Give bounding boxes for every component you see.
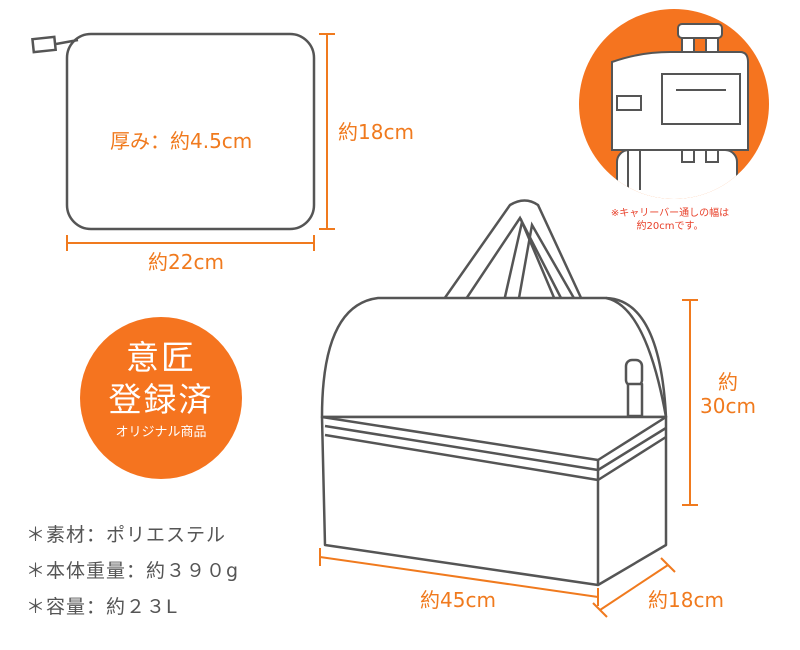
bag-height-label: 約 30cm [693, 372, 763, 416]
pouch-width-label: 約22cm [148, 250, 224, 274]
badge-line-1: 意匠 [126, 338, 196, 377]
bag-body [320, 296, 668, 587]
spec-weight: ＊本体重量：約３９０g [26, 560, 240, 582]
trolley-illustration [579, 9, 769, 199]
pouch-width-dimension-line [66, 235, 315, 251]
bag-width-dimension-line [319, 548, 599, 606]
trolley-width-note: ※キャリーバー通しの幅は 約20cmです。 [585, 207, 755, 233]
bag-depth-dimension-line [592, 557, 676, 618]
design-registration-badge: 意匠 登録済 オリジナル商品 [80, 317, 242, 479]
spec-capacity: ＊容量：約２３L [26, 596, 178, 618]
bag-depth-label: 約18cm [648, 588, 724, 612]
trolley-note-line-1: ※キャリーバー通しの幅は [610, 208, 730, 219]
badge-line-2: 登録済 [108, 380, 214, 419]
folded-pouch-outline [65, 32, 316, 231]
bag-height-line-1: 約 [718, 370, 738, 394]
bag-height-dimension-line [682, 299, 698, 506]
zipper-pull-icon [31, 35, 79, 54]
spec-material: ＊素材：ポリエステル [26, 524, 227, 546]
badge-line-3: オリジナル商品 [115, 425, 207, 440]
bag-height-line-2: 30cm [700, 394, 756, 418]
spec-list: ＊素材：ポリエステル ＊本体重量：約３９０g ＊容量：約２３L [26, 517, 239, 625]
pouch-height-dimension-line [319, 33, 335, 230]
pouch-height-label: 約18cm [338, 120, 414, 144]
bag-width-label: 約45cm [420, 588, 496, 612]
pouch-thickness-label: 厚み：約4.5cm [110, 129, 253, 153]
trolley-note-line-2: 約20cmです。 [636, 221, 704, 232]
